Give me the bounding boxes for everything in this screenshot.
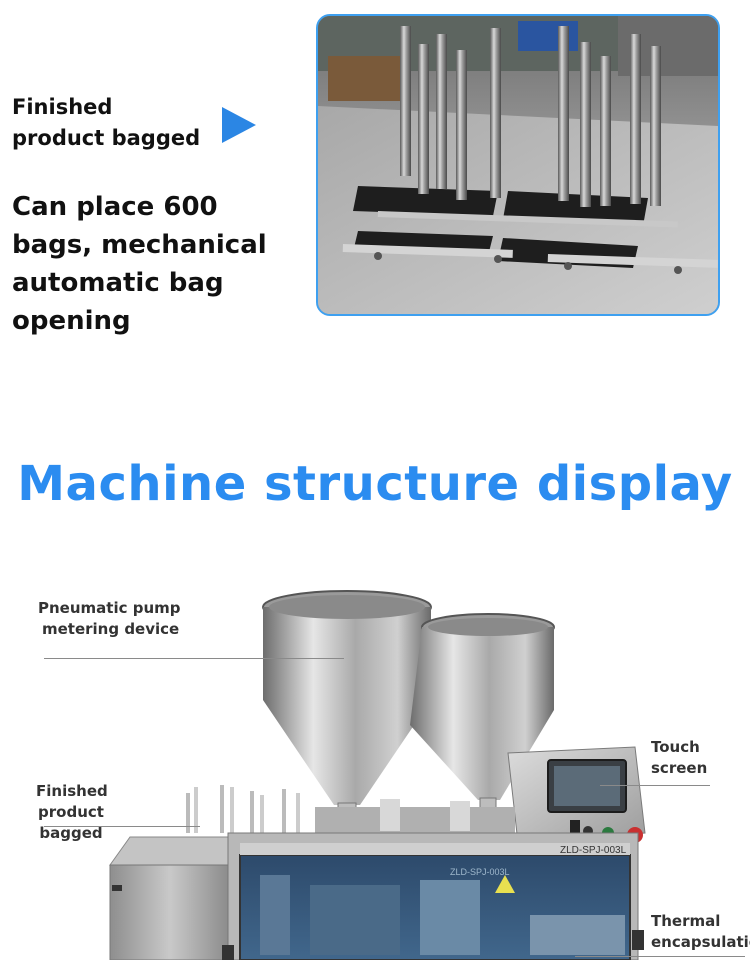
callout-line: Touch: [651, 738, 700, 756]
label-line: Finished: [12, 95, 113, 119]
bag-capacity-description: Can place 600 bags, mechanical automatic…: [12, 188, 302, 340]
bag-rack-photo: [316, 14, 720, 316]
finished-product-bagged-label: Finished product bagged: [12, 92, 222, 154]
callout-line: encapsulation: [651, 933, 750, 951]
pump-leader-line: [44, 658, 344, 659]
callout-line: Thermal: [651, 912, 721, 930]
callout-line: metering device: [42, 620, 180, 638]
machine-illustration: ZLD-SPJ-003L ZLD-SPJ-003L: [90, 575, 660, 961]
thermal-callout-label: Thermal encapsulation: [651, 911, 750, 953]
callout-line: Pneumatic pump: [38, 599, 181, 617]
thermal-leader-line: [575, 956, 745, 957]
section-title: Machine structure display: [17, 456, 733, 512]
pump-callout-label: Pneumatic pump metering device: [38, 598, 181, 640]
touch-screen-callout-label: Touch screen: [651, 737, 707, 779]
callout-line: Finished: [36, 782, 108, 800]
description-line: opening: [12, 306, 131, 336]
description-line: automatic bag: [12, 268, 224, 298]
callout-line: product: [38, 803, 104, 821]
description-line: Can place 600: [12, 192, 218, 222]
description-line: bags, mechanical: [12, 230, 267, 260]
callout-line: bagged: [39, 824, 103, 842]
touch-screen-leader-line: [600, 785, 710, 786]
callout-line: screen: [651, 759, 708, 777]
bagged-callout-label: Finished product bagged: [36, 781, 108, 844]
triangle-right-icon: [222, 107, 256, 143]
label-line: product bagged: [12, 126, 201, 150]
bagged-leader-line: [44, 826, 200, 827]
model-plate-label: ZLD-SPJ-003L: [560, 845, 627, 856]
model-window-label: ZLD-SPJ-003L: [450, 867, 510, 877]
